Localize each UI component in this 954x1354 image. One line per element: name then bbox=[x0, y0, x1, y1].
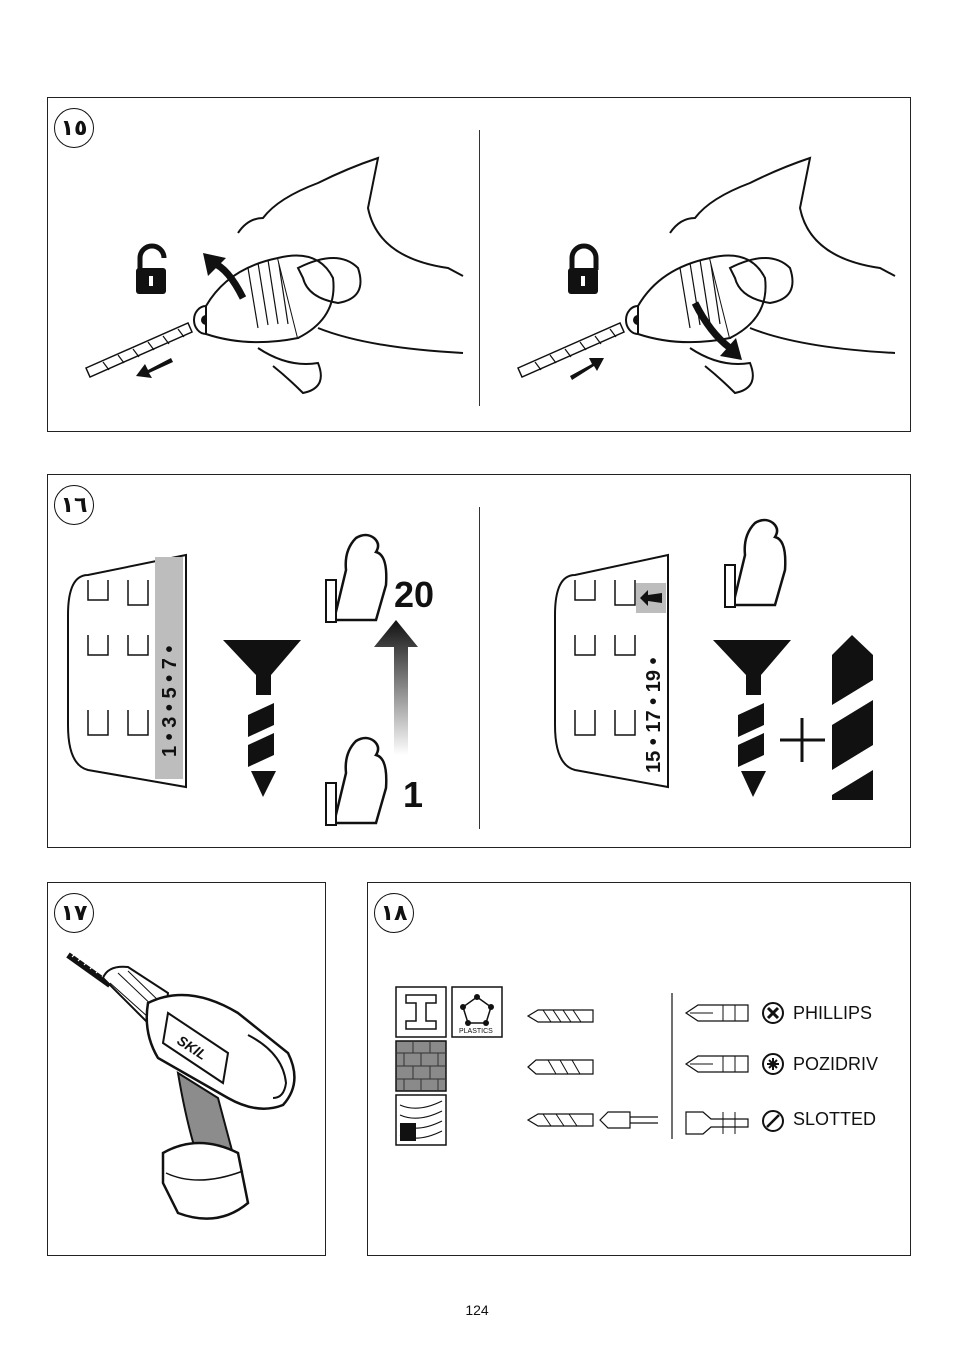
figure-17-badge: ١٧ bbox=[54, 893, 94, 933]
increase-arrow bbox=[374, 620, 418, 755]
torque-left-illustration: 1 • 3 • 5 • 7 • 20 1 bbox=[67, 533, 434, 826]
lock-illustration bbox=[517, 156, 896, 395]
page-number: 124 bbox=[465, 1302, 489, 1318]
screw-icon bbox=[713, 640, 791, 797]
arrow-icon bbox=[570, 358, 604, 380]
chuck bbox=[625, 254, 767, 344]
strength-arm-icon bbox=[325, 736, 388, 826]
figure-16-badge: ١٦ bbox=[54, 485, 94, 525]
strength-arm-icon bbox=[325, 533, 388, 623]
drill-bit-icon bbox=[832, 635, 873, 800]
unlock-icon bbox=[136, 243, 167, 294]
plus-icon bbox=[780, 718, 825, 762]
drill-bit-icon bbox=[517, 322, 625, 378]
slotted-bit-icon bbox=[685, 1110, 784, 1135]
wood-icon bbox=[395, 1094, 447, 1146]
drill-bit-icon bbox=[526, 1009, 594, 1023]
torque-high: 20 bbox=[394, 574, 434, 615]
masonry-bit-icon bbox=[527, 1059, 594, 1075]
masonry-icon bbox=[395, 1040, 447, 1092]
torque-low: 1 bbox=[403, 774, 423, 815]
figure-15-panel: ١٥ bbox=[47, 97, 911, 432]
phillips-bit-icon bbox=[684, 1002, 784, 1024]
clutch-scale-left: 1 • 3 • 5 • 7 • bbox=[159, 646, 181, 757]
figure-16-panel: ١٦ 1 • 3 • 5 • 7 • bbox=[47, 474, 911, 848]
slotted-label: SLOTTED bbox=[793, 1109, 877, 1129]
lock-icon bbox=[568, 243, 599, 294]
screw-icon bbox=[223, 640, 301, 797]
drill-illustration: SKIL bbox=[66, 952, 296, 1220]
pozidriv-label: POZIDRIV bbox=[793, 1054, 879, 1074]
figure-18-panel: ١٨ PLASTICS bbox=[367, 882, 911, 1256]
wood-bit-icon bbox=[526, 1111, 658, 1129]
figure-15-badge: ١٥ bbox=[54, 108, 94, 148]
plastics-label: PLASTICS bbox=[459, 1028, 493, 1035]
pozidriv-bit-icon bbox=[684, 1053, 784, 1075]
figure-18-badge: ١٨ bbox=[374, 893, 414, 933]
figure-17-panel: ١٧ SKIL bbox=[47, 882, 326, 1256]
unlock-illustration bbox=[85, 156, 464, 395]
plastics-icon: PLASTICS bbox=[451, 986, 503, 1038]
panel-divider bbox=[479, 507, 480, 829]
hand bbox=[669, 156, 896, 395]
hand bbox=[237, 156, 464, 395]
clutch-scale-right: 15 • 17 • 19 • bbox=[643, 657, 665, 773]
drill-bit-icon bbox=[85, 322, 193, 378]
torque-right-illustration: 15 • 17 • 19 • bbox=[554, 518, 873, 800]
panel-divider bbox=[479, 130, 480, 406]
chuck bbox=[193, 254, 335, 344]
drill-mode-icon bbox=[640, 590, 662, 606]
arrow-icon bbox=[136, 358, 173, 378]
materials-and-bits: PLASTICS bbox=[395, 986, 784, 1146]
phillips-label: PHILLIPS bbox=[793, 1003, 873, 1023]
strength-arm-icon bbox=[724, 518, 787, 608]
metal-icon bbox=[395, 986, 447, 1038]
